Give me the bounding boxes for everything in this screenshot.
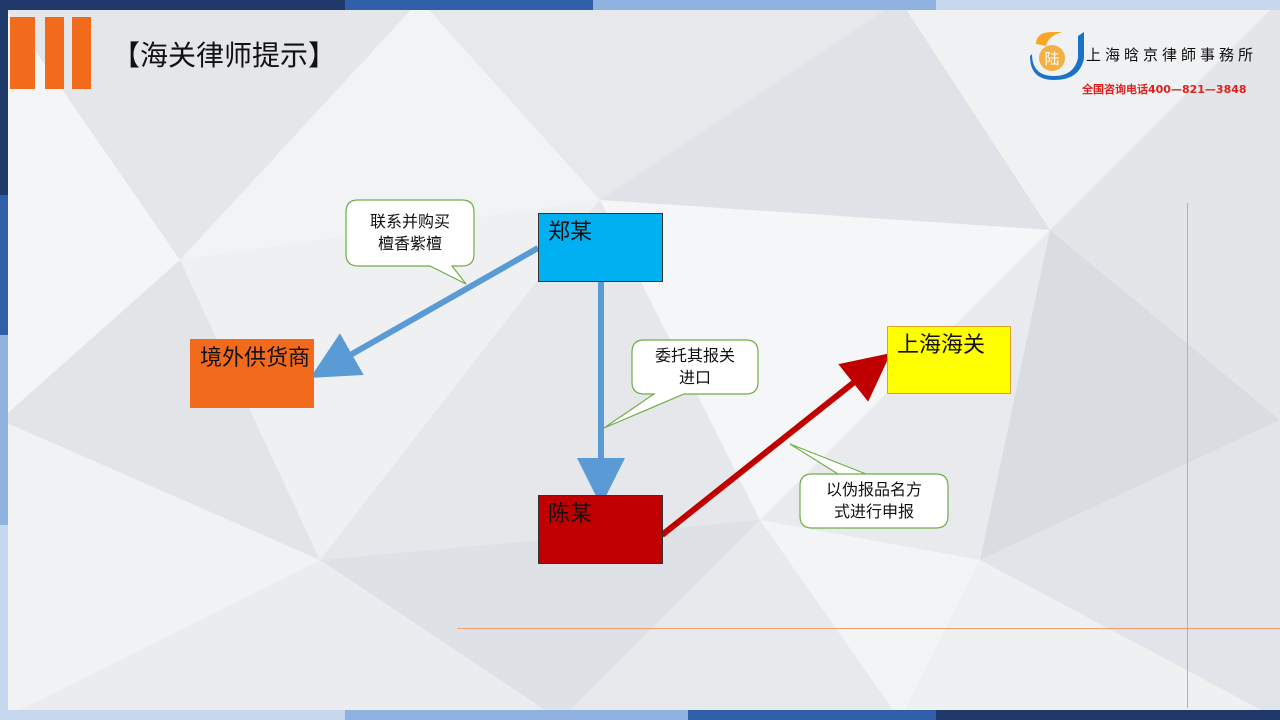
firm-logo-icon: 陆 <box>1030 32 1084 80</box>
callout-1-line-1: 联系并购买 <box>369 212 450 231</box>
bottom-bar-dark <box>936 710 1280 720</box>
node-supplier-label: 境外供货商 <box>200 346 311 371</box>
left-bar-pale <box>0 525 8 710</box>
node-zheng-label: 郑某 <box>548 220 593 245</box>
bottom-bar-blue <box>688 710 936 720</box>
callout-text-2: 委托其报关 进口 <box>632 345 758 389</box>
callout-1-line-2: 檀香紫檀 <box>377 234 442 253</box>
hotline-text: 全国咨询电话400—821—3848 <box>1082 83 1247 96</box>
logo-glyph: 陆 <box>1044 50 1059 68</box>
title-stripe-1 <box>10 17 35 89</box>
left-bar-blue <box>0 195 8 335</box>
node-customs-label: 上海海关 <box>897 333 986 358</box>
callout-text-3: 以伪报品名方 式进行申报 <box>800 479 948 523</box>
left-bar-dark <box>0 10 8 195</box>
node-supplier: 境外供货商 <box>190 339 314 408</box>
left-bar-light <box>0 335 8 525</box>
top-bar-dark <box>0 0 345 10</box>
node-customs: 上海海关 <box>887 326 1011 394</box>
callout-text-1: 联系并购买 檀香紫檀 <box>346 211 474 255</box>
top-bar-light <box>593 0 936 10</box>
firm-name: 上海晗京律師事務所 <box>1086 46 1258 64</box>
page-title: 【海关律师提示】 <box>112 39 337 72</box>
decor-horizontal-line <box>457 628 1280 629</box>
bottom-bar-light <box>345 710 688 720</box>
edge-zheng-to-supplier <box>310 245 540 378</box>
callout-bubble-2 <box>603 339 759 429</box>
title-stripe-3 <box>72 17 91 89</box>
edge-chen-to-customs <box>660 353 891 538</box>
decor-vertical-line <box>1187 203 1188 708</box>
callout-3-line-2: 式进行申报 <box>833 502 914 521</box>
bottom-bar-pale <box>0 710 345 720</box>
node-chen-label: 陈某 <box>548 502 593 527</box>
top-bar-pale <box>936 0 1280 10</box>
callout-bubble-1 <box>345 199 475 285</box>
title-stripe-2 <box>45 17 64 89</box>
callout-bubble-3 <box>789 443 949 529</box>
node-chen: 陈某 <box>538 495 663 564</box>
top-bar-blue <box>345 0 593 10</box>
callout-2-line-2: 进口 <box>678 368 711 387</box>
node-zheng: 郑某 <box>538 213 663 282</box>
callout-3-line-1: 以伪报品名方 <box>825 480 922 499</box>
callout-2-line-1: 委托其报关 <box>654 346 735 365</box>
